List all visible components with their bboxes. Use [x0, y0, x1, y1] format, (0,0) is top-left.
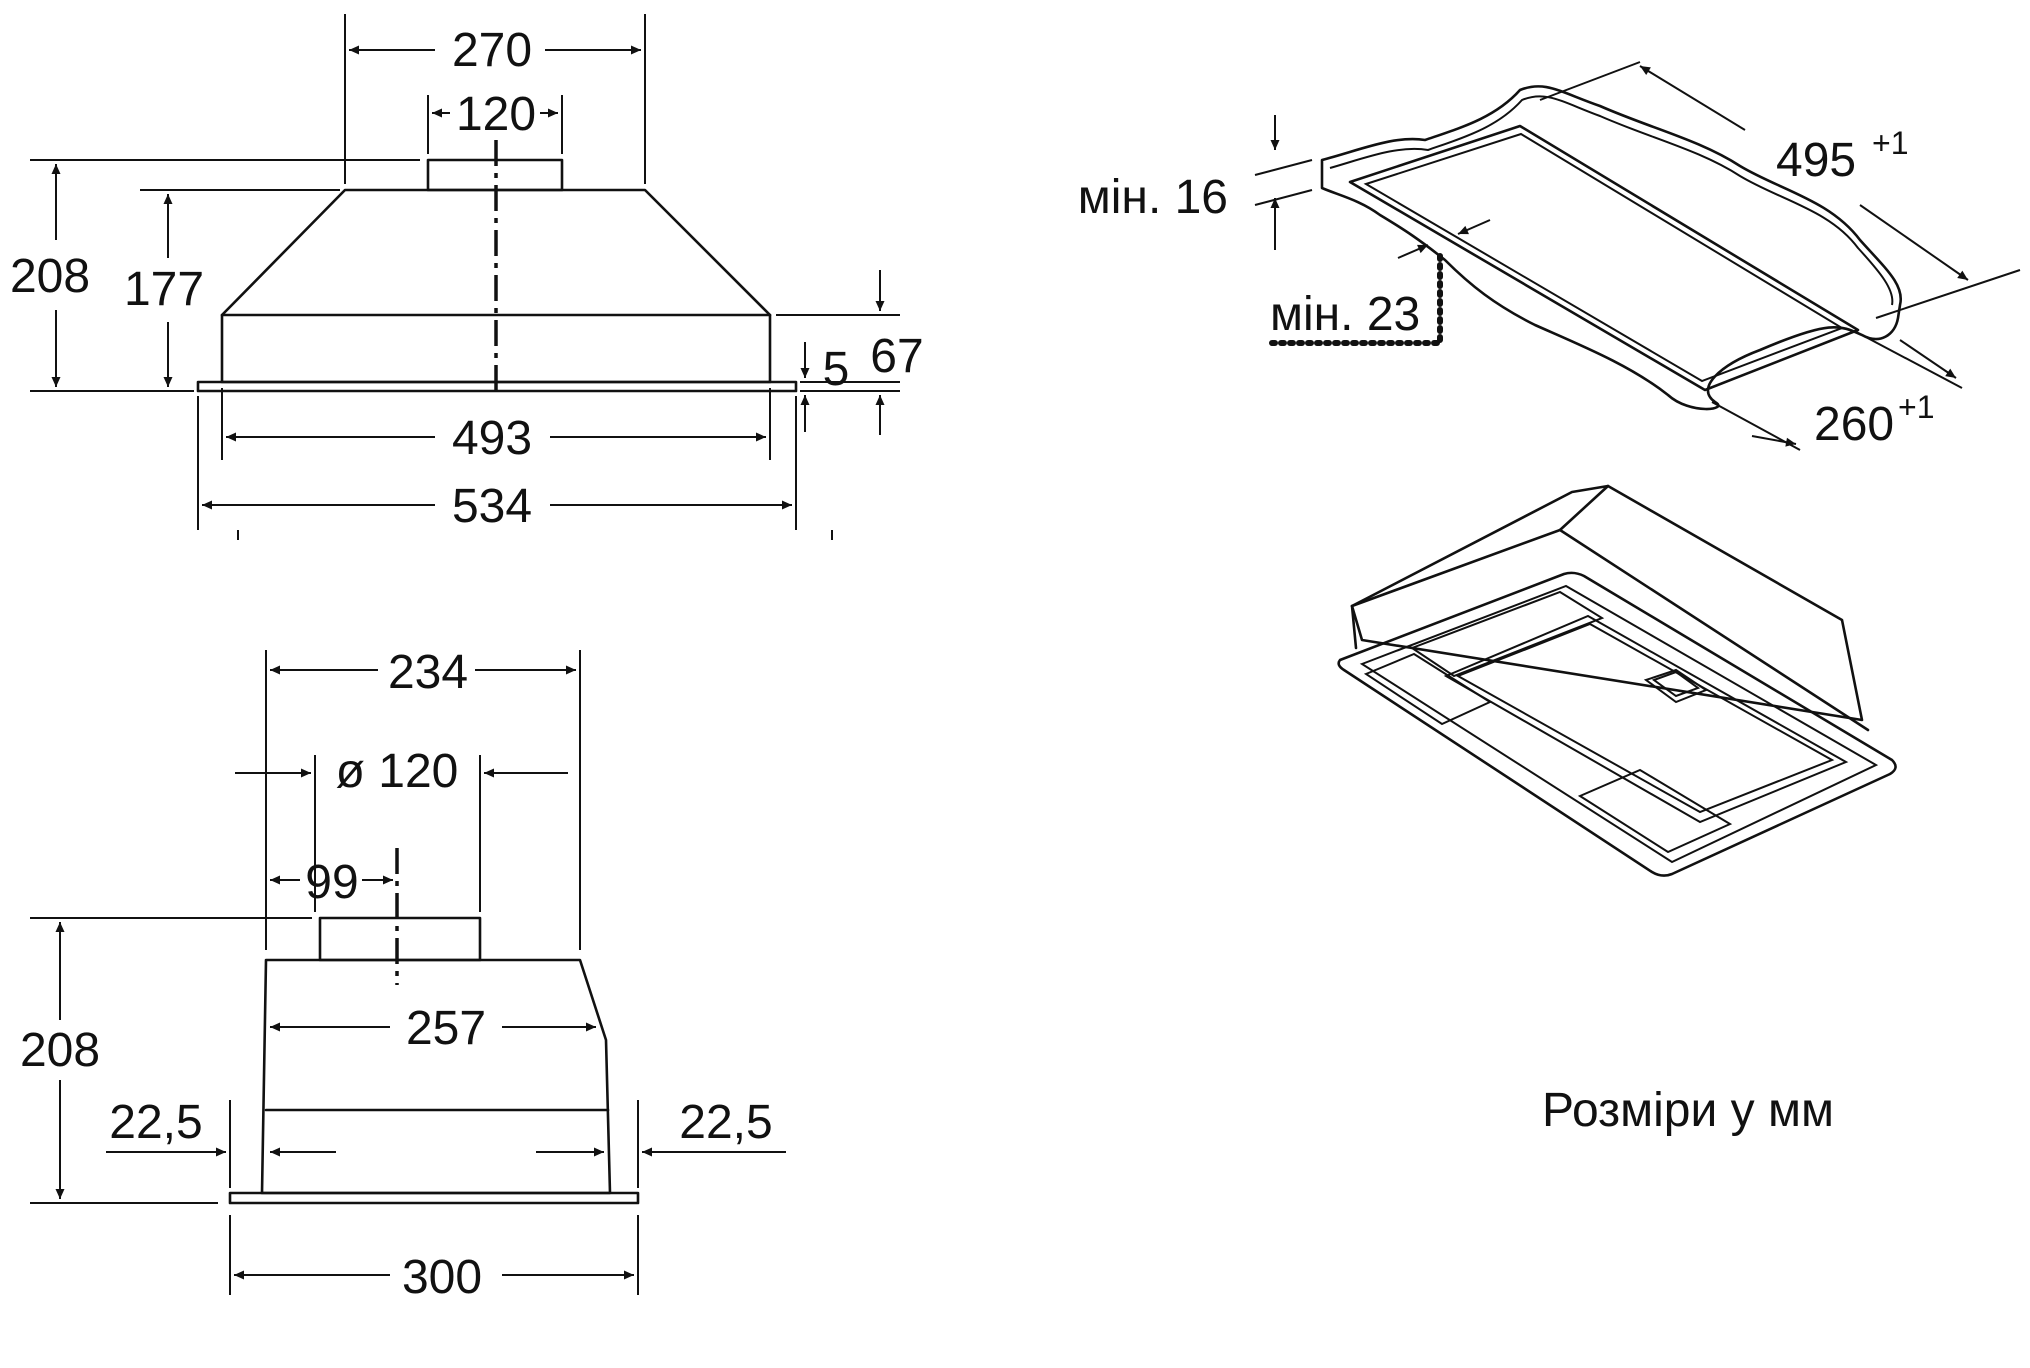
- min-16-label: мін. 16: [1078, 171, 1228, 224]
- side-view: 234 ø 120 99 208 257 22,5 22,5 300: [20, 646, 786, 1304]
- width-495-tolerance: +1: [1872, 125, 1908, 161]
- side-overall-depth-label: 300: [402, 1251, 482, 1304]
- depth-260-label: 260: [1814, 398, 1894, 451]
- side-duct-offset-label: 99: [305, 856, 358, 909]
- hood-bottom-panel: [1337, 571, 1897, 877]
- side-total-height-label: 208: [20, 1024, 100, 1077]
- side-base-plate: [228, 1191, 640, 1205]
- side-right-offset-label: 22,5: [679, 1096, 772, 1149]
- front-lower-height-label: 67: [870, 330, 923, 383]
- front-inner-width-label: 493: [452, 412, 532, 465]
- hood-filter-grille: [1443, 614, 1849, 824]
- side-duct-collar: [318, 916, 482, 962]
- front-plate-thickness-label: 5: [823, 343, 850, 396]
- side-top-width-label: 234: [388, 646, 468, 699]
- side-hood-body: [260, 958, 612, 1195]
- front-body-height-label: 177: [124, 263, 204, 316]
- min-23-leader: [1269, 247, 1443, 346]
- front-width-top-label: 270: [452, 24, 532, 77]
- side-left-offset-label: 22,5: [109, 1096, 202, 1149]
- cutout-opening: [1348, 124, 1860, 392]
- units-caption: Розміри у мм: [1542, 1084, 1834, 1137]
- cutout-view: мін. 16 мін. 23 495 +1 260 +1: [1078, 61, 2021, 451]
- side-duct-diameter-label: ø 120: [336, 745, 459, 798]
- front-total-height-label: 208: [10, 250, 90, 303]
- hood-isometric: [1337, 484, 1897, 877]
- front-overall-width-label: 534: [452, 480, 532, 533]
- front-view: 270 120 208 177 67 5 493 534: [10, 14, 924, 540]
- min-23-label: мін. 23: [1270, 288, 1420, 341]
- depth-260-tolerance: +1: [1898, 389, 1934, 425]
- width-495-label: 495: [1776, 134, 1856, 187]
- side-body-width-label: 257: [406, 1002, 486, 1055]
- front-duct-width-label: 120: [456, 88, 536, 141]
- hood-control-panel: [1643, 668, 1709, 704]
